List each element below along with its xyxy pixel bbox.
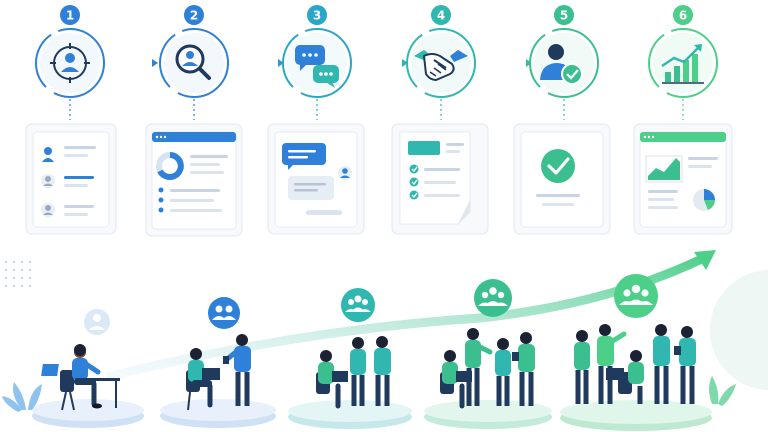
user-check-icon: [540, 44, 583, 85]
step-5-number: 5: [560, 9, 568, 23]
step-3: 3: [267, 5, 365, 235]
step-4: 4: [391, 5, 489, 235]
team-bubble-4: [614, 274, 658, 318]
step-6: 6: [633, 5, 733, 235]
team-bubble-2: [341, 288, 375, 322]
step-2-card: [145, 123, 243, 237]
step-4-card: [391, 123, 489, 235]
handshake-icon: [414, 50, 468, 82]
person-at-laptop: [41, 344, 120, 411]
team-bubble-1: [208, 297, 240, 329]
team-bubble-3: [474, 279, 512, 317]
decorative-blob: [710, 270, 768, 390]
target-user-icon: [50, 43, 90, 83]
step-6-card: [633, 123, 733, 235]
step-5-card: [513, 123, 611, 235]
team-group-2: [316, 336, 391, 409]
step-2: 2: [145, 5, 243, 237]
growth-chart-icon: [661, 44, 704, 84]
step-2-number: 2: [190, 9, 198, 23]
step-5: 5: [513, 5, 611, 235]
team-group-4: [574, 324, 696, 404]
step-6-number: 6: [679, 9, 687, 23]
step-1: 1: [25, 5, 117, 235]
step-4-number: 4: [437, 9, 445, 23]
team-group-3: [440, 328, 535, 409]
user-bubble: [84, 309, 110, 335]
step-1-card: [25, 123, 117, 235]
step-3-card: [267, 123, 365, 235]
plant-left: [2, 382, 42, 412]
search-user-icon: [175, 44, 211, 80]
step-3-number: 3: [313, 9, 321, 23]
chat-bubbles-icon: [295, 45, 339, 88]
decorative-dot-grid: [4, 260, 32, 288]
team-pair-1: [186, 334, 251, 411]
plant-right: [709, 376, 736, 406]
step-1-number: 1: [66, 9, 74, 23]
